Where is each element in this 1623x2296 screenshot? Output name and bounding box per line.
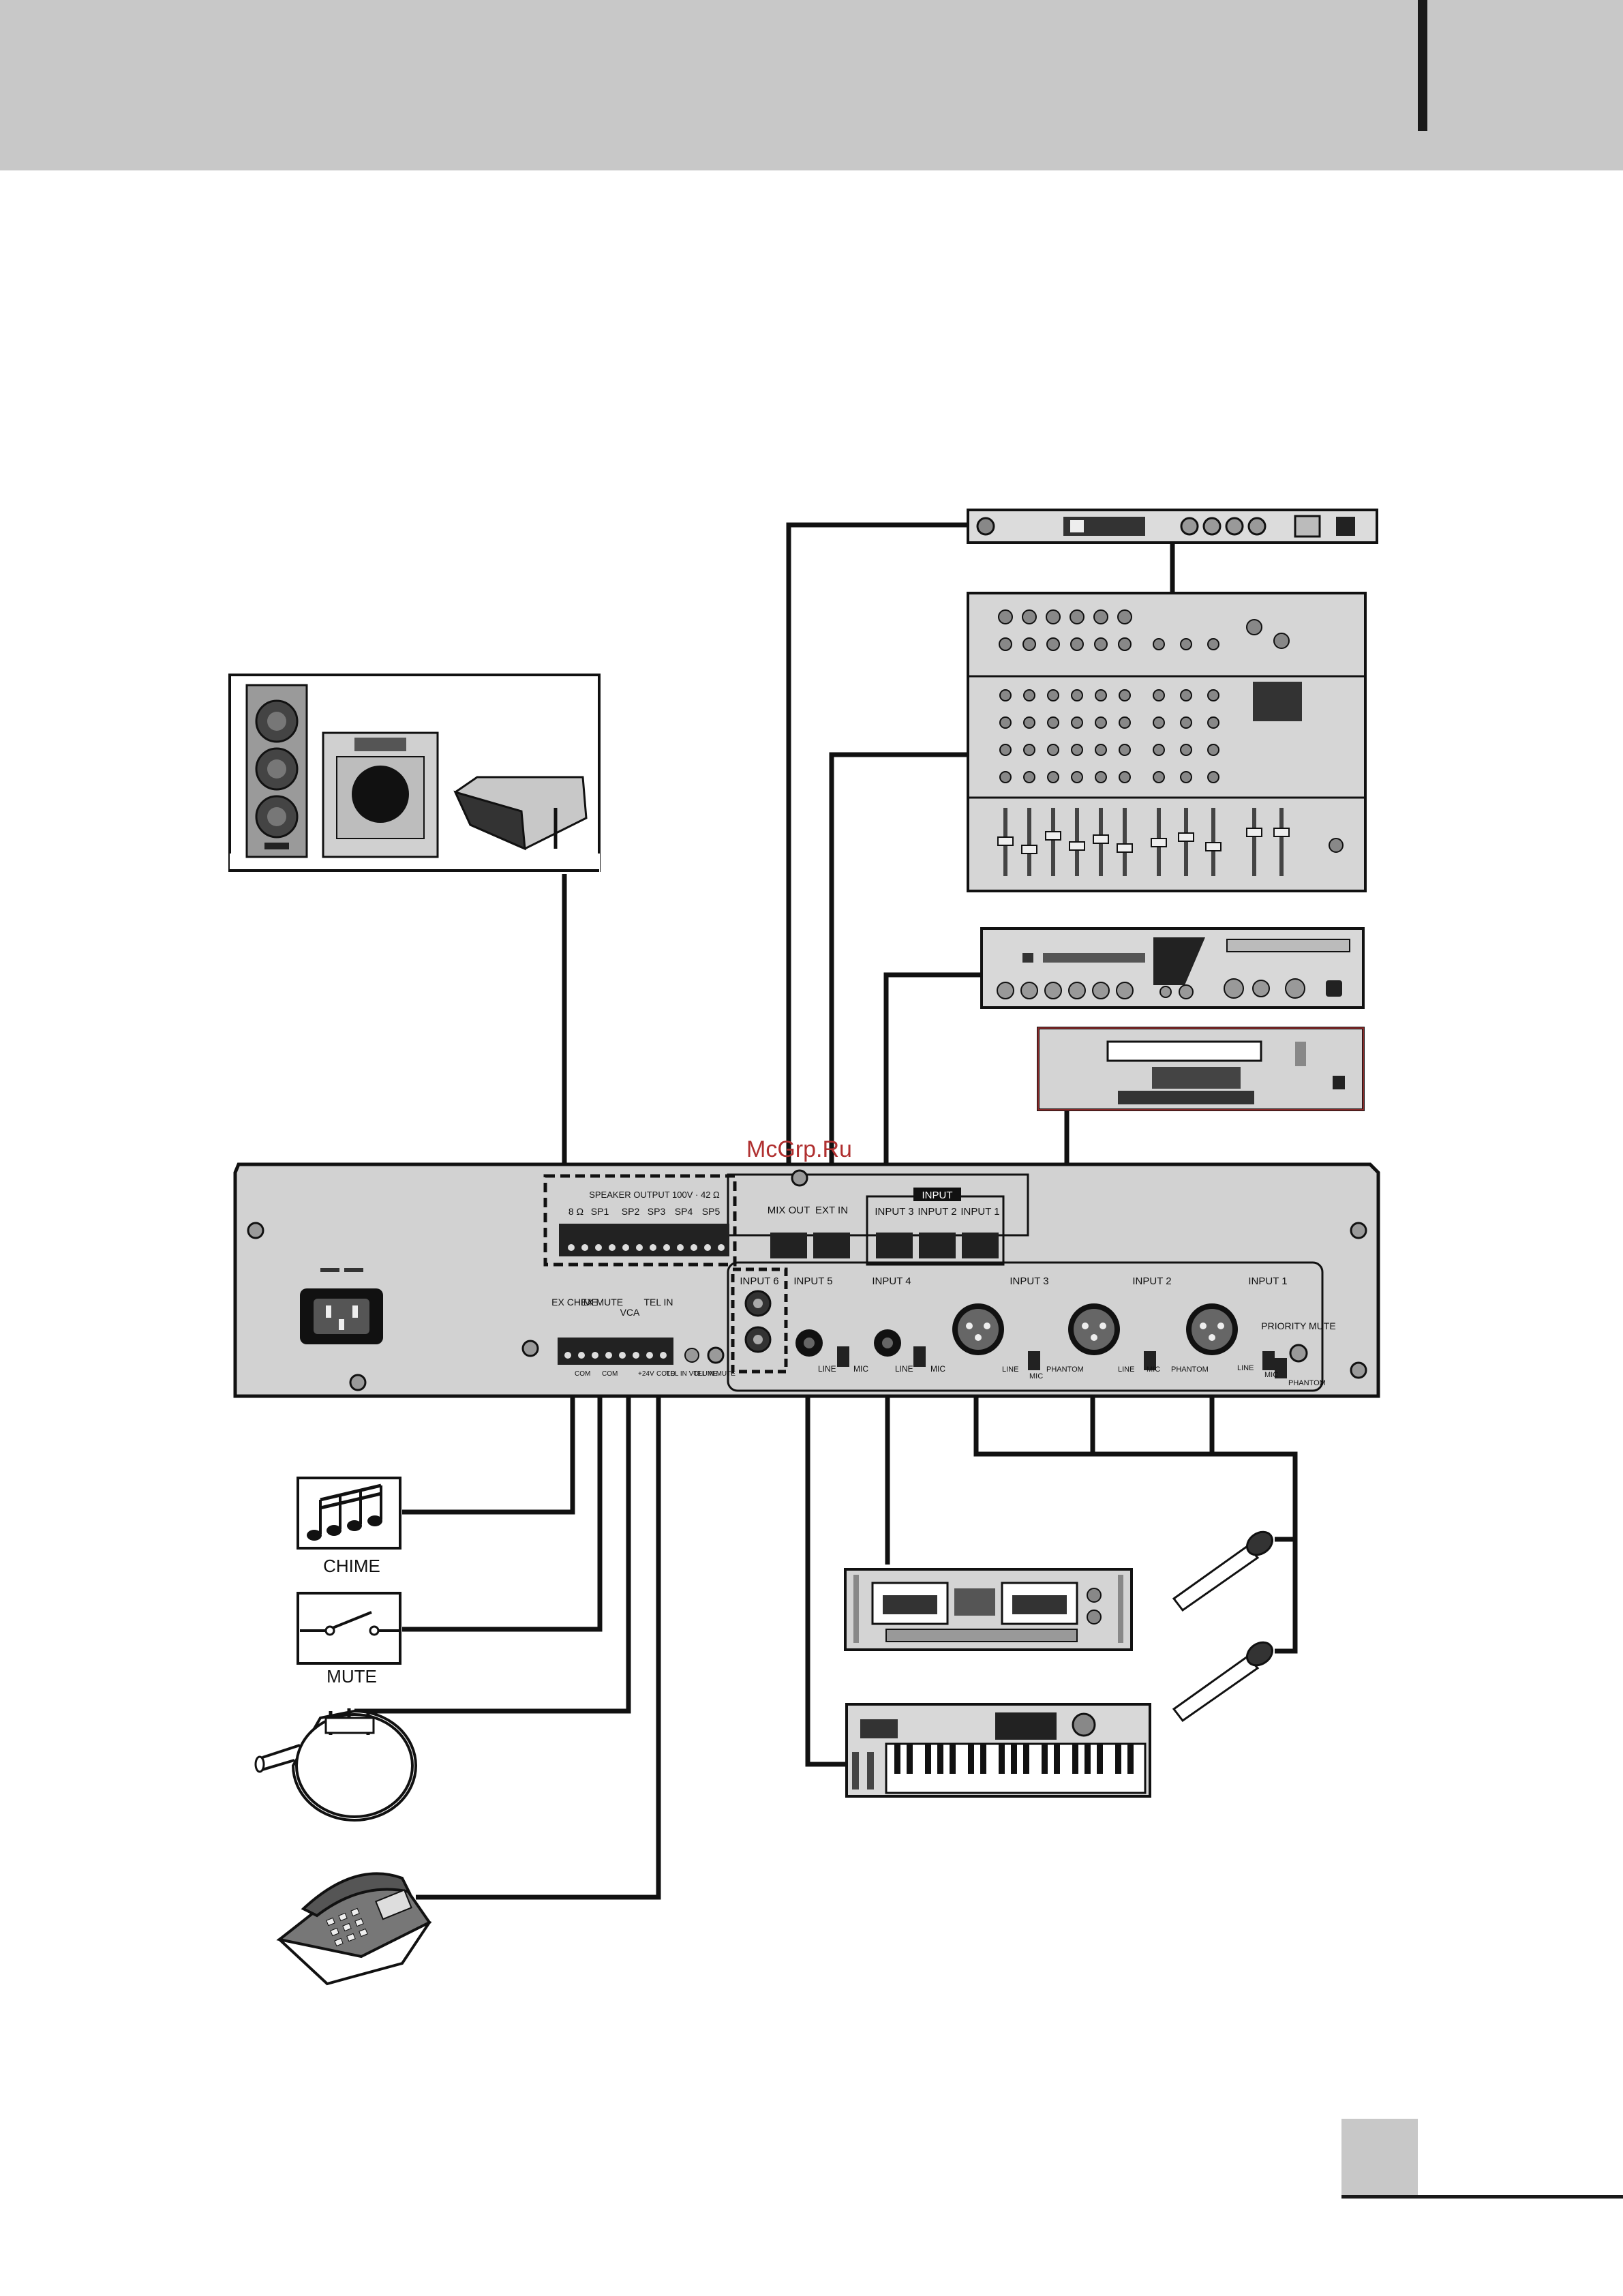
- mix-out-jack: [770, 1233, 807, 1258]
- svg-text:MIC: MIC: [930, 1364, 945, 1374]
- mute-switch: [297, 1592, 401, 1665]
- svg-text:LINE: LINE: [1118, 1365, 1134, 1374]
- microphone-1: [1172, 1530, 1274, 1612]
- keyboard: [845, 1703, 1151, 1798]
- speaker-terminal-labels: 8 Ω SP1 SP2 SP3 SP4 SP5: [568, 1206, 721, 1217]
- svg-text:COLD: COLD: [656, 1370, 676, 1378]
- ceiling-speaker: [322, 731, 439, 858]
- mixer-faders: [997, 808, 1290, 876]
- svg-text:SP4: SP4: [675, 1206, 693, 1217]
- svg-text:PHANTOM: PHANTOM: [1171, 1365, 1209, 1374]
- microphone-2: [1172, 1641, 1274, 1723]
- svg-text:LINE: LINE: [818, 1364, 836, 1374]
- priority-mute-label: PRIORITY MUTE: [1261, 1320, 1335, 1331]
- svg-text:LINE: LINE: [1002, 1365, 1018, 1374]
- ext-in-label: EXT IN: [815, 1205, 848, 1216]
- rca-input1-label: INPUT 1: [960, 1206, 999, 1218]
- chime-label: CHIME: [323, 1556, 380, 1576]
- footer-rule: [1341, 2195, 1623, 2199]
- wire-chime: [402, 1387, 575, 1515]
- column-speaker: [245, 684, 308, 858]
- svg-text:COM: COM: [602, 1370, 618, 1378]
- speaker-terminal-block: [559, 1224, 729, 1256]
- mute-label: MUTE: [327, 1666, 377, 1687]
- tel-in-label: TEL IN: [643, 1297, 673, 1308]
- xlr-input3-label: INPUT 3: [1010, 1275, 1048, 1287]
- tel-in-volume-label: TEL IN VOLUME: [666, 1370, 718, 1378]
- input4-label: INPUT 4: [872, 1275, 911, 1287]
- speaker-output-label: SPEAKER OUTPUT 100V · 42 Ω: [589, 1190, 720, 1200]
- tel-in-mute-label: TEL IN MUTE: [693, 1370, 735, 1378]
- control-terminal-block: [558, 1338, 673, 1365]
- svg-text:LINE: LINE: [895, 1364, 913, 1374]
- power-inlet: [300, 1268, 383, 1344]
- rca-input2-jack: [919, 1233, 956, 1258]
- svg-text:LINE: LINE: [1237, 1364, 1254, 1372]
- horn-speaker: [453, 776, 588, 851]
- page-number-tab: [1341, 2119, 1418, 2196]
- rca-input3-jack: [876, 1233, 913, 1258]
- svg-text:SP1: SP1: [591, 1206, 609, 1217]
- svg-text:MIC: MIC: [1029, 1372, 1043, 1380]
- input6-label: INPUT 6: [740, 1275, 778, 1287]
- wire-vca: [354, 1387, 631, 1714]
- tuner-unit: [980, 927, 1365, 1009]
- wire-tuner-input3: [883, 972, 982, 1244]
- input-group-label: INPUT: [922, 1190, 953, 1201]
- wire-mixer-extin: [829, 752, 968, 1244]
- xlr-jacks: [952, 1303, 1238, 1355]
- input5-label: INPUT 5: [793, 1275, 832, 1287]
- telephone: [276, 1872, 432, 1986]
- svg-text:SP5: SP5: [702, 1206, 721, 1217]
- amplifier-rear-panel: SPEAKER OUTPUT 100V · 42 Ω 8 Ω SP1 SP2 S…: [233, 1162, 1380, 1398]
- ext-in-jack: [813, 1233, 850, 1258]
- signal-processor: [967, 509, 1378, 544]
- xlr-input1-label: INPUT 1: [1248, 1275, 1287, 1287]
- svg-text:PHANTOM: PHANTOM: [1288, 1379, 1326, 1387]
- svg-text:+24V: +24V: [638, 1370, 654, 1378]
- svg-text:MIC: MIC: [1147, 1365, 1160, 1374]
- rca-input2-label: INPUT 2: [917, 1206, 956, 1218]
- ex-mute-label: EX MUTE: [581, 1297, 623, 1308]
- rca-input3-label: INPUT 3: [875, 1206, 913, 1218]
- rca-input1-jack: [962, 1233, 999, 1258]
- vca-potentiometer: [254, 1708, 417, 1822]
- svg-text:8 Ω: 8 Ω: [568, 1206, 583, 1217]
- wire-input5-keyboard: [805, 1363, 849, 1767]
- keyboard-black-keys: [894, 1744, 1134, 1774]
- speaker-group: [228, 674, 601, 874]
- vca-label: VCA: [620, 1307, 640, 1318]
- svg-text:MIC: MIC: [1264, 1371, 1278, 1379]
- svg-text:COM: COM: [575, 1370, 590, 1378]
- mix-out-label: MIX OUT: [768, 1205, 810, 1216]
- speaker-output-highlight: [543, 1174, 737, 1267]
- wire-processor-mixout: [786, 522, 968, 1244]
- header-bar: [1418, 0, 1427, 131]
- cd-player: [1037, 1027, 1365, 1111]
- wire-mic2: [1275, 1539, 1298, 1654]
- cassette-deck: [844, 1568, 1133, 1651]
- mixer-channels: [998, 609, 1290, 783]
- mixer: [967, 592, 1367, 892]
- wire-xlr-bus: [973, 1329, 1298, 1542]
- input6-highlight: [731, 1267, 788, 1374]
- ex-chime-label: EX CHIME: [551, 1297, 598, 1308]
- watermark: McGrp.Ru: [746, 1136, 852, 1162]
- svg-text:PHANTOM: PHANTOM: [1046, 1365, 1084, 1374]
- svg-text:SP2: SP2: [622, 1206, 640, 1217]
- wire-tel: [416, 1387, 661, 1900]
- chime-device: [297, 1477, 401, 1550]
- xlr-input2-label: INPUT 2: [1132, 1275, 1171, 1287]
- svg-text:SP3: SP3: [648, 1206, 666, 1217]
- svg-text:MIC: MIC: [853, 1364, 868, 1374]
- header-band: [0, 0, 1623, 170]
- wire-mute: [402, 1387, 603, 1632]
